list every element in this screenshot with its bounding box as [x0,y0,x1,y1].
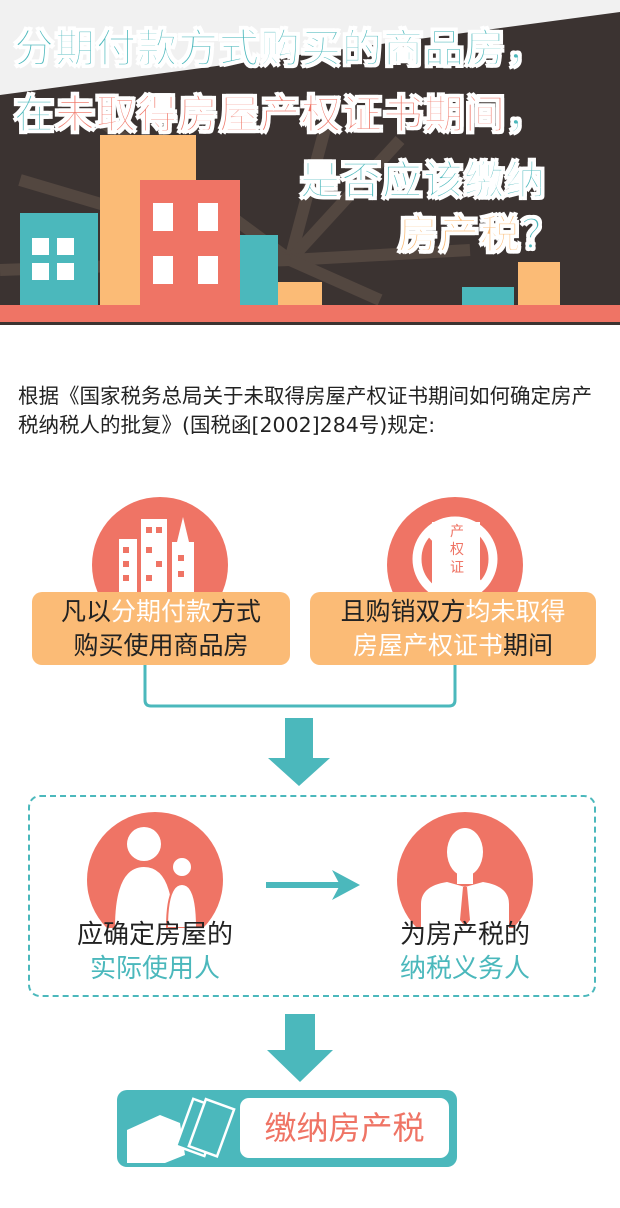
certificate-text: 产权证 [447,523,467,577]
taxpayer-label: 为房产税的 纳税义务人 [345,918,585,986]
title-line-1: 分期付款方式购买的商品房， [14,26,547,73]
hand-money-icon [127,1097,236,1163]
text: 方式 [211,597,262,626]
no-certificate-icon [412,516,498,602]
building-teal-right [462,287,514,305]
users-icon-circle [87,812,223,928]
pay-tax-label: 缴纳房产税 [240,1098,449,1158]
title-prefix: 在 [14,92,55,139]
building-orange-small [278,282,322,305]
highlight-text: 均未取得 [465,597,566,626]
cert-char: 权 [450,542,464,558]
cert-char: 证 [450,560,464,576]
taxpayer-icon-circle [397,812,533,928]
highlight-text: 分期付款 [110,597,211,626]
title-line-2: 在未取得房屋产权证书期间， [14,82,547,140]
condition-line-1: 凡以分期付款方式 [32,595,290,629]
condition-line-2: 房屋产权证书期间 [310,629,596,663]
title-suffix: ， [506,92,547,139]
condition-box-installment: 凡以分期付款方式 购买使用商品房 [32,592,290,665]
condition-line-2: 购买使用商品房 [73,631,249,660]
building-teal [20,213,98,305]
actual-user-label: 应确定房屋的 实际使用人 [35,918,275,986]
building-orange-right [518,262,560,305]
label-line-2: 纳税义务人 [399,954,530,984]
text: 期间 [503,631,554,660]
businessman-icon [421,828,509,928]
down-arrow-icon [267,1014,333,1082]
title-tax: 房产税 [398,212,521,259]
highlight-text: 房屋产权证书 [352,631,503,660]
text: 且购销双方 [340,597,466,626]
label-line-1: 为房产税的 [399,920,530,950]
right-arrow-icon [266,870,360,900]
condition-line-1: 且购销双方均未取得 [310,595,596,629]
bracket-connector [143,665,457,708]
family-icon [115,827,199,928]
title-line-4: 房产税？ [398,202,562,260]
header-banner: 分期付款方式购买的商品房， 在未取得房屋产权证书期间， 是否应该缴纳 房产税？ [0,0,620,325]
label-line-2: 实际使用人 [89,954,220,984]
connector-and-arrow [143,665,457,786]
title-line-3: 是否应该缴纳 [300,158,546,205]
buildings-icon [119,517,194,595]
cert-char: 产 [450,524,464,540]
label-line-1: 应确定房屋的 [76,920,233,950]
building-coral [140,180,240,305]
building-teal-small [240,235,278,305]
result-dashed-box [28,795,596,997]
condition-box-no-certificate: 且购销双方均未取得 房屋产权证书期间 [310,592,596,665]
title-highlight: 未取得房屋产权证书期间 [55,92,506,139]
intro-paragraph: 根据《国家税务总局关于未取得房屋产权证书期间如何确定房产税纳税人的批复》(国税函… [18,384,592,437]
pay-property-tax-button[interactable]: 缴纳房产税 [117,1090,457,1167]
down-arrow-icon [268,718,330,786]
text: 凡以 [60,597,111,626]
title-question-mark: ？ [521,212,562,259]
